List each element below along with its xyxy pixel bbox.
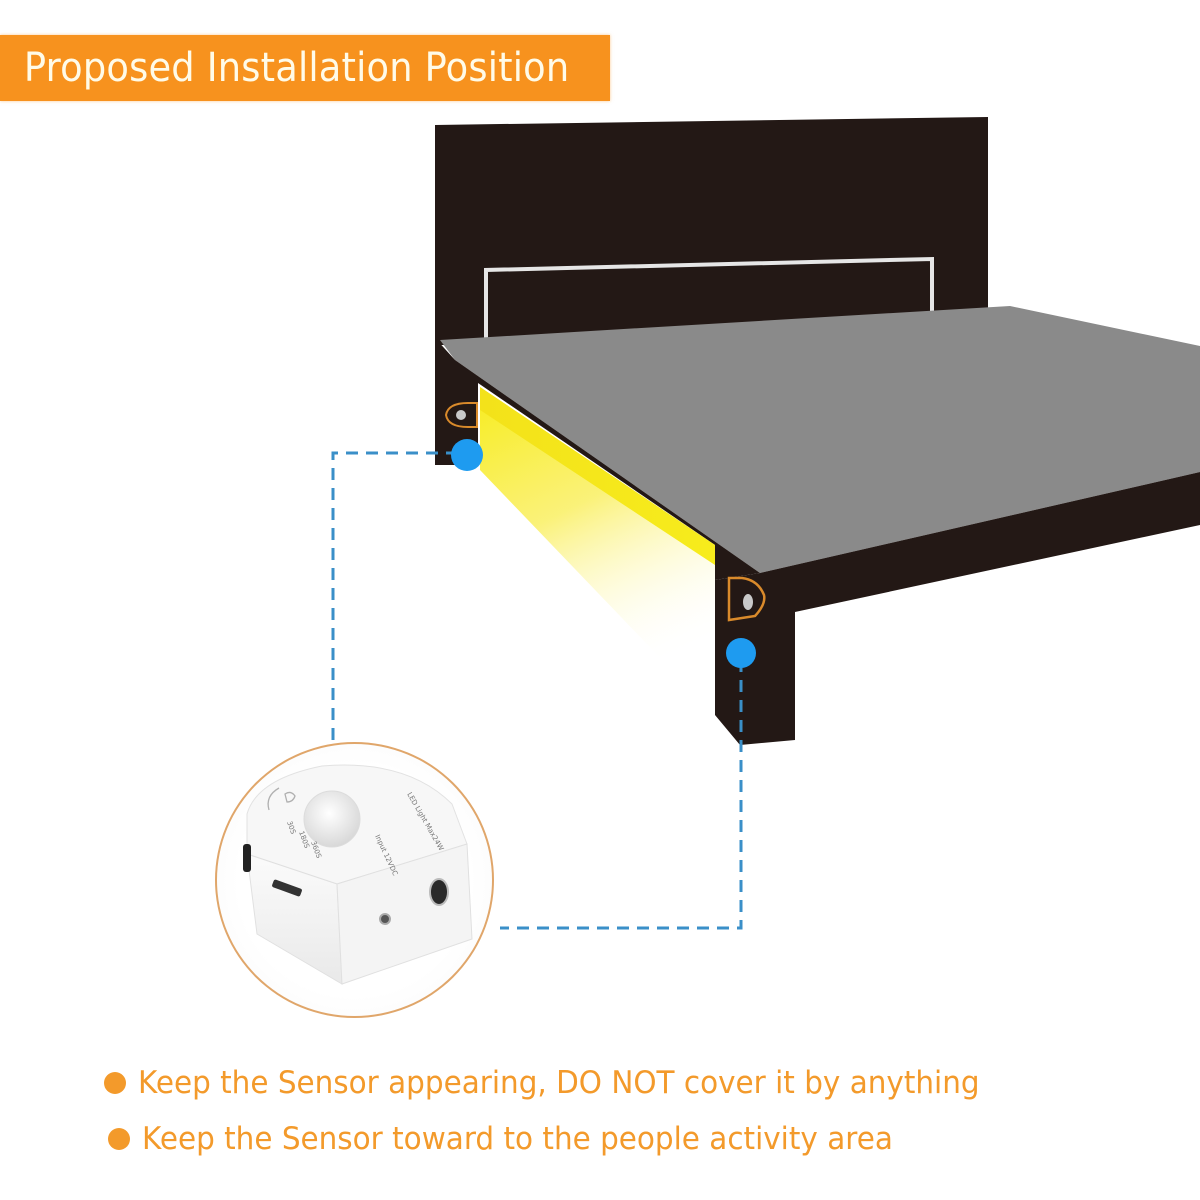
left-sensor-marker <box>451 439 483 471</box>
led-strip <box>480 387 715 565</box>
side-rail <box>435 338 760 580</box>
note-text: Keep the Sensor toward to the people act… <box>142 1121 893 1157</box>
connector-lines <box>331 451 743 930</box>
bullet-icon <box>104 1072 126 1094</box>
bed-illustration <box>331 117 1200 930</box>
bullet-icon <box>108 1128 130 1150</box>
front-rail <box>715 472 1200 745</box>
page-title: Proposed Installation Position <box>23 45 570 91</box>
right-sensor-marker <box>726 638 756 668</box>
led-glow <box>480 387 715 715</box>
sensor-device-photo: 30S 180S 360S LED Light Max24W Input 12V… <box>215 742 494 1018</box>
installation-notes: Keep the Sensor appearing, DO NOT cover … <box>104 1055 1104 1167</box>
title-banner: Proposed Installation Position <box>0 35 610 101</box>
note-item: Keep the Sensor toward to the people act… <box>104 1111 1104 1167</box>
note-item: Keep the Sensor appearing, DO NOT cover … <box>104 1055 1104 1111</box>
pir-sensor-icon: 30S 180S 360S LED Light Max24W Input 12V… <box>243 764 473 985</box>
headboard <box>435 117 988 345</box>
mattress <box>440 306 1200 573</box>
right-sensor-mount-icon <box>727 576 766 622</box>
note-text: Keep the Sensor appearing, DO NOT cover … <box>138 1065 980 1101</box>
left-sensor-mount-icon <box>444 402 478 428</box>
